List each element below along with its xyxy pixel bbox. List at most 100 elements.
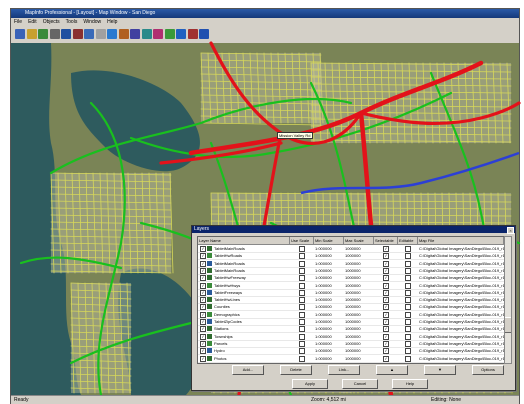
editable-checkbox[interactable] (405, 297, 411, 304)
column-header[interactable]: Editable (398, 237, 418, 244)
menu-item-window[interactable]: Window (83, 19, 102, 25)
close-icon[interactable]: × (507, 227, 514, 234)
editable-checkbox[interactable] (405, 275, 411, 282)
column-header[interactable]: Use Scale (290, 237, 314, 244)
help-icon[interactable] (199, 29, 209, 39)
hotlink-icon[interactable] (176, 29, 186, 39)
link-button[interactable]: Link... (328, 365, 360, 375)
use-scale-checkbox[interactable] (299, 246, 305, 252)
apply-button[interactable]: Apply (292, 379, 328, 389)
selectable-checkbox[interactable]: ✓ (383, 304, 389, 311)
layer-control-icon[interactable] (141, 29, 152, 39)
print-icon[interactable] (49, 29, 60, 39)
selectable-checkbox[interactable]: ✓ (383, 267, 389, 274)
visible-checkbox[interactable]: ✓ (200, 260, 206, 267)
editable-checkbox[interactable] (405, 333, 411, 340)
menu-item-tools[interactable]: Tools (65, 19, 78, 25)
use-scale-checkbox[interactable] (299, 355, 305, 362)
selectable-checkbox[interactable]: ✓ (383, 340, 389, 347)
cancel-button[interactable]: Cancel (342, 379, 378, 389)
selectable-checkbox[interactable]: ✓ (383, 253, 389, 260)
visible-checkbox[interactable]: ✓ (200, 246, 206, 252)
redraw-icon[interactable] (164, 29, 175, 39)
use-scale-checkbox[interactable] (299, 319, 305, 325)
use-scale-checkbox[interactable] (299, 304, 305, 311)
visible-checkbox[interactable]: ✓ (200, 289, 206, 296)
use-scale-checkbox[interactable] (299, 333, 305, 340)
zoom-in-icon[interactable] (72, 29, 83, 39)
use-scale-checkbox[interactable] (299, 326, 305, 333)
selectable-checkbox[interactable]: ✓ (383, 311, 389, 318)
visible-checkbox[interactable]: ✓ (200, 355, 206, 362)
editable-checkbox[interactable] (405, 326, 411, 333)
use-scale-checkbox[interactable] (299, 311, 305, 318)
visible-checkbox[interactable]: ✓ (200, 319, 206, 325)
selectable-checkbox[interactable]: ✓ (383, 246, 389, 252)
info-icon[interactable] (107, 29, 117, 39)
editable-checkbox[interactable] (405, 246, 411, 252)
editable-checkbox[interactable] (405, 260, 411, 267)
selectable-checkbox[interactable]: ✓ (383, 275, 389, 282)
editable-checkbox[interactable] (405, 289, 411, 296)
selectable-checkbox[interactable]: ✓ (383, 297, 389, 304)
add-button[interactable]: Add... (232, 365, 264, 375)
scrollbar-thumb[interactable] (505, 317, 511, 333)
column-header[interactable]: Map File (418, 237, 504, 244)
selectable-checkbox[interactable]: ✓ (383, 333, 389, 340)
visible-checkbox[interactable]: ✓ (200, 340, 206, 347)
editable-checkbox[interactable] (405, 355, 411, 362)
selectable-checkbox[interactable]: ✓ (383, 319, 389, 325)
visible-checkbox[interactable]: ✓ (200, 253, 206, 260)
editable-checkbox[interactable] (405, 319, 411, 325)
editable-checkbox[interactable] (405, 311, 411, 318)
label-icon[interactable] (130, 29, 140, 39)
menu-item-file[interactable]: File (14, 19, 23, 25)
selectable-checkbox[interactable]: ✓ (383, 326, 389, 333)
visible-checkbox[interactable]: ✓ (200, 275, 206, 282)
editable-checkbox[interactable] (405, 340, 411, 347)
use-scale-checkbox[interactable] (299, 275, 305, 282)
editable-checkbox[interactable] (405, 282, 411, 289)
move-down-button[interactable]: ▼ (424, 365, 456, 375)
menu-item-help[interactable]: Help (107, 19, 118, 25)
options-button[interactable]: Options (472, 365, 504, 375)
save-icon[interactable] (38, 29, 48, 39)
selectable-checkbox[interactable]: ✓ (383, 260, 389, 267)
pan-icon[interactable] (95, 29, 106, 39)
editable-checkbox[interactable] (405, 348, 411, 355)
visible-checkbox[interactable]: ✓ (200, 282, 206, 289)
use-scale-checkbox[interactable] (299, 282, 305, 289)
selectable-checkbox[interactable]: ✓ (383, 348, 389, 355)
selectable-checkbox[interactable]: ✓ (383, 282, 389, 289)
use-scale-checkbox[interactable] (299, 289, 305, 296)
editable-checkbox[interactable] (405, 304, 411, 311)
selectable-checkbox[interactable]: ✓ (383, 355, 389, 362)
menu-item-objects[interactable]: Objects (42, 19, 60, 25)
select-icon[interactable] (61, 29, 71, 39)
visible-checkbox[interactable]: ✓ (200, 267, 206, 274)
vertical-scrollbar[interactable] (504, 236, 512, 364)
zoom-out-icon[interactable] (84, 29, 94, 39)
visible-checkbox[interactable]: ✓ (200, 297, 206, 304)
new-icon[interactable] (15, 29, 25, 39)
legend-icon[interactable] (153, 29, 163, 39)
delete-button[interactable]: Delete (280, 365, 312, 375)
visible-checkbox[interactable]: ✓ (200, 333, 206, 340)
use-scale-checkbox[interactable] (299, 267, 305, 274)
column-header[interactable]: Min Scale (314, 237, 344, 244)
